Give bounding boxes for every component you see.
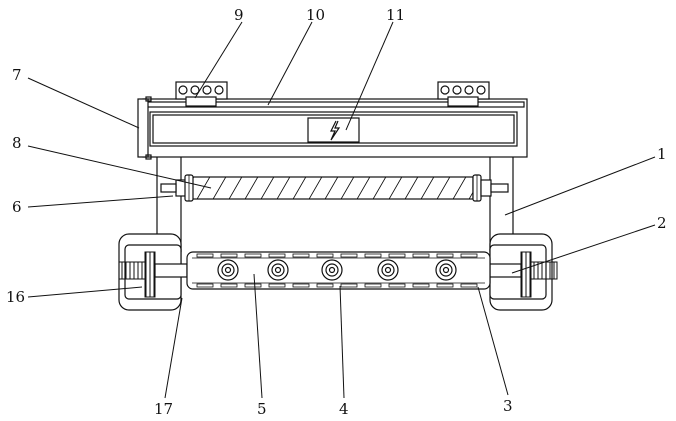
switch-box xyxy=(308,118,359,142)
callout-17: 17 xyxy=(154,400,173,418)
bottom-conveyor xyxy=(187,252,490,289)
callout-9: 9 xyxy=(234,6,244,24)
callout-5: 5 xyxy=(257,400,267,418)
callout-11: 11 xyxy=(386,6,405,24)
callout-4: 4 xyxy=(339,400,349,418)
callout-1: 1 xyxy=(657,145,667,163)
hatched-roller xyxy=(161,175,508,201)
callout-10: 10 xyxy=(306,6,325,24)
side-plate xyxy=(138,99,148,157)
callout-16: 16 xyxy=(6,288,25,306)
callout-2: 2 xyxy=(657,214,667,232)
callout-6: 6 xyxy=(12,198,22,216)
callout-7: 7 xyxy=(12,66,22,84)
callout-3: 3 xyxy=(503,397,513,415)
leader-lines xyxy=(28,22,655,398)
callout-8: 8 xyxy=(12,134,22,152)
support-columns xyxy=(157,157,513,252)
callout-labels: 7 9 10 11 8 6 1 2 16 17 5 4 3 xyxy=(6,6,667,418)
